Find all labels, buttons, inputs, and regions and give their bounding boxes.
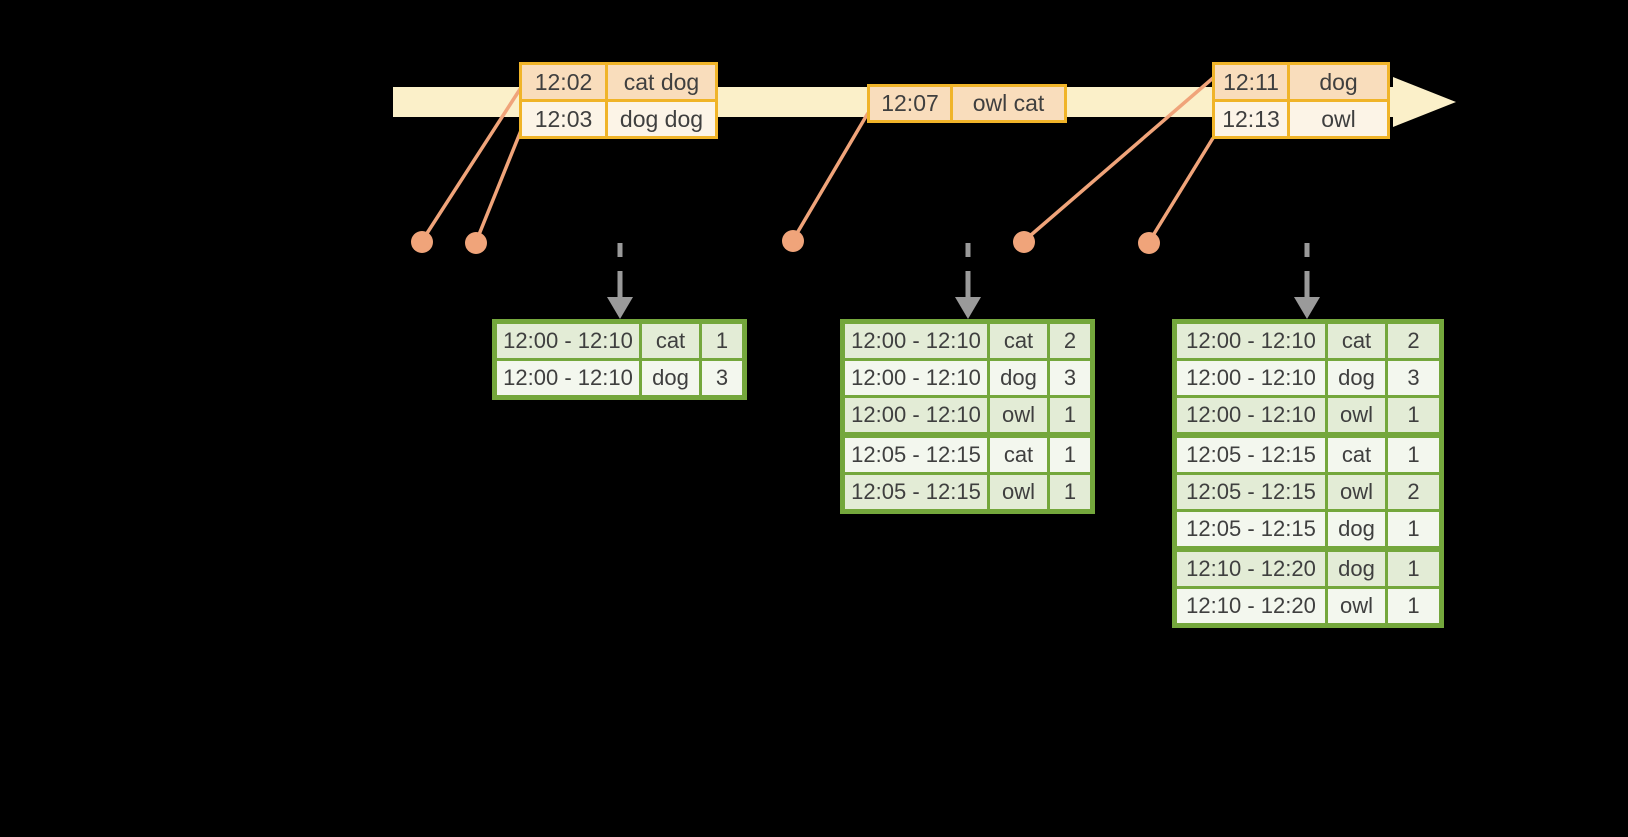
time-cell: 12:03	[522, 102, 605, 136]
window-cell: 12:00 - 12:10	[1177, 324, 1325, 358]
count-cell: 3	[1388, 361, 1439, 395]
word-cell: dog	[1328, 512, 1385, 546]
word-cell: dog	[1328, 552, 1385, 586]
count-cell: 2	[1388, 475, 1439, 509]
count-cell: 2	[1050, 324, 1090, 358]
trigger-arrowhead-2-icon	[955, 297, 981, 319]
window-cell: 12:00 - 12:10	[1177, 398, 1325, 432]
window-cell: 12:10 - 12:20	[1177, 589, 1325, 623]
words-cell: dog	[1290, 65, 1387, 99]
window-cell: 12:00 - 12:10	[1177, 361, 1325, 395]
event-line-1211	[1022, 76, 1215, 243]
window-cell: 12:00 - 12:10	[497, 324, 639, 358]
count-cell: 1	[1388, 512, 1439, 546]
count-cell: 1	[702, 324, 742, 358]
event-dot-1213	[1138, 232, 1160, 254]
event-dot-1203	[465, 232, 487, 254]
count-cell: 2	[1388, 324, 1439, 358]
window-cell: 12:00 - 12:10	[845, 398, 987, 432]
count-cell: 3	[702, 361, 742, 395]
words-cell: dog dog	[608, 102, 715, 136]
word-cell: owl	[1328, 475, 1385, 509]
event-line-1213	[1147, 137, 1215, 243]
words-cell: owl	[1290, 102, 1387, 136]
word-cell: owl	[1328, 398, 1385, 432]
trigger-arrowhead-3-icon	[1294, 297, 1320, 319]
event-dot-1207	[782, 230, 804, 252]
count-cell: 1	[1050, 398, 1090, 432]
event-line-1203	[474, 127, 524, 243]
event-dot-1202	[411, 231, 433, 253]
window-cell: 12:05 - 12:15	[845, 475, 987, 509]
time-cell: 12:13	[1215, 102, 1287, 136]
count-cell: 1	[1388, 398, 1439, 432]
word-cell: cat	[642, 324, 699, 358]
words-cell: cat dog	[608, 65, 715, 99]
window-cell: 12:05 - 12:15	[1177, 438, 1325, 472]
word-cell: cat	[990, 438, 1047, 472]
event-dot-1211	[1013, 231, 1035, 253]
word-cell: owl	[1328, 589, 1385, 623]
word-cell: cat	[1328, 324, 1385, 358]
count-cell: 1	[1388, 589, 1439, 623]
window-cell: 12:00 - 12:10	[497, 361, 639, 395]
word-cell: cat	[1328, 438, 1385, 472]
count-cell: 3	[1050, 361, 1090, 395]
time-cell: 12:02	[522, 65, 605, 99]
time-cell: 12:11	[1215, 65, 1287, 99]
window-cell: 12:00 - 12:10	[845, 324, 987, 358]
word-cell: dog	[642, 361, 699, 395]
word-cell: dog	[990, 361, 1047, 395]
time-cell: 12:07	[870, 87, 950, 120]
window-cell: 12:00 - 12:10	[845, 361, 987, 395]
word-cell: cat	[990, 324, 1047, 358]
window-cell: 12:05 - 12:15	[845, 438, 987, 472]
words-cell: owl cat	[953, 87, 1064, 120]
count-cell: 1	[1388, 438, 1439, 472]
window-cell: 12:05 - 12:15	[1177, 512, 1325, 546]
count-cell: 1	[1388, 552, 1439, 586]
trigger-arrowhead-1-icon	[607, 297, 633, 319]
count-cell: 1	[1050, 475, 1090, 509]
event-line-1202	[420, 82, 526, 242]
window-cell: 12:10 - 12:20	[1177, 552, 1325, 586]
word-cell: dog	[1328, 361, 1385, 395]
event-line-1207	[791, 112, 870, 241]
window-cell: 12:05 - 12:15	[1177, 475, 1325, 509]
word-cell: owl	[990, 398, 1047, 432]
count-cell: 1	[1050, 438, 1090, 472]
timeline-arrowhead-icon	[1393, 77, 1456, 127]
word-cell: owl	[990, 475, 1047, 509]
